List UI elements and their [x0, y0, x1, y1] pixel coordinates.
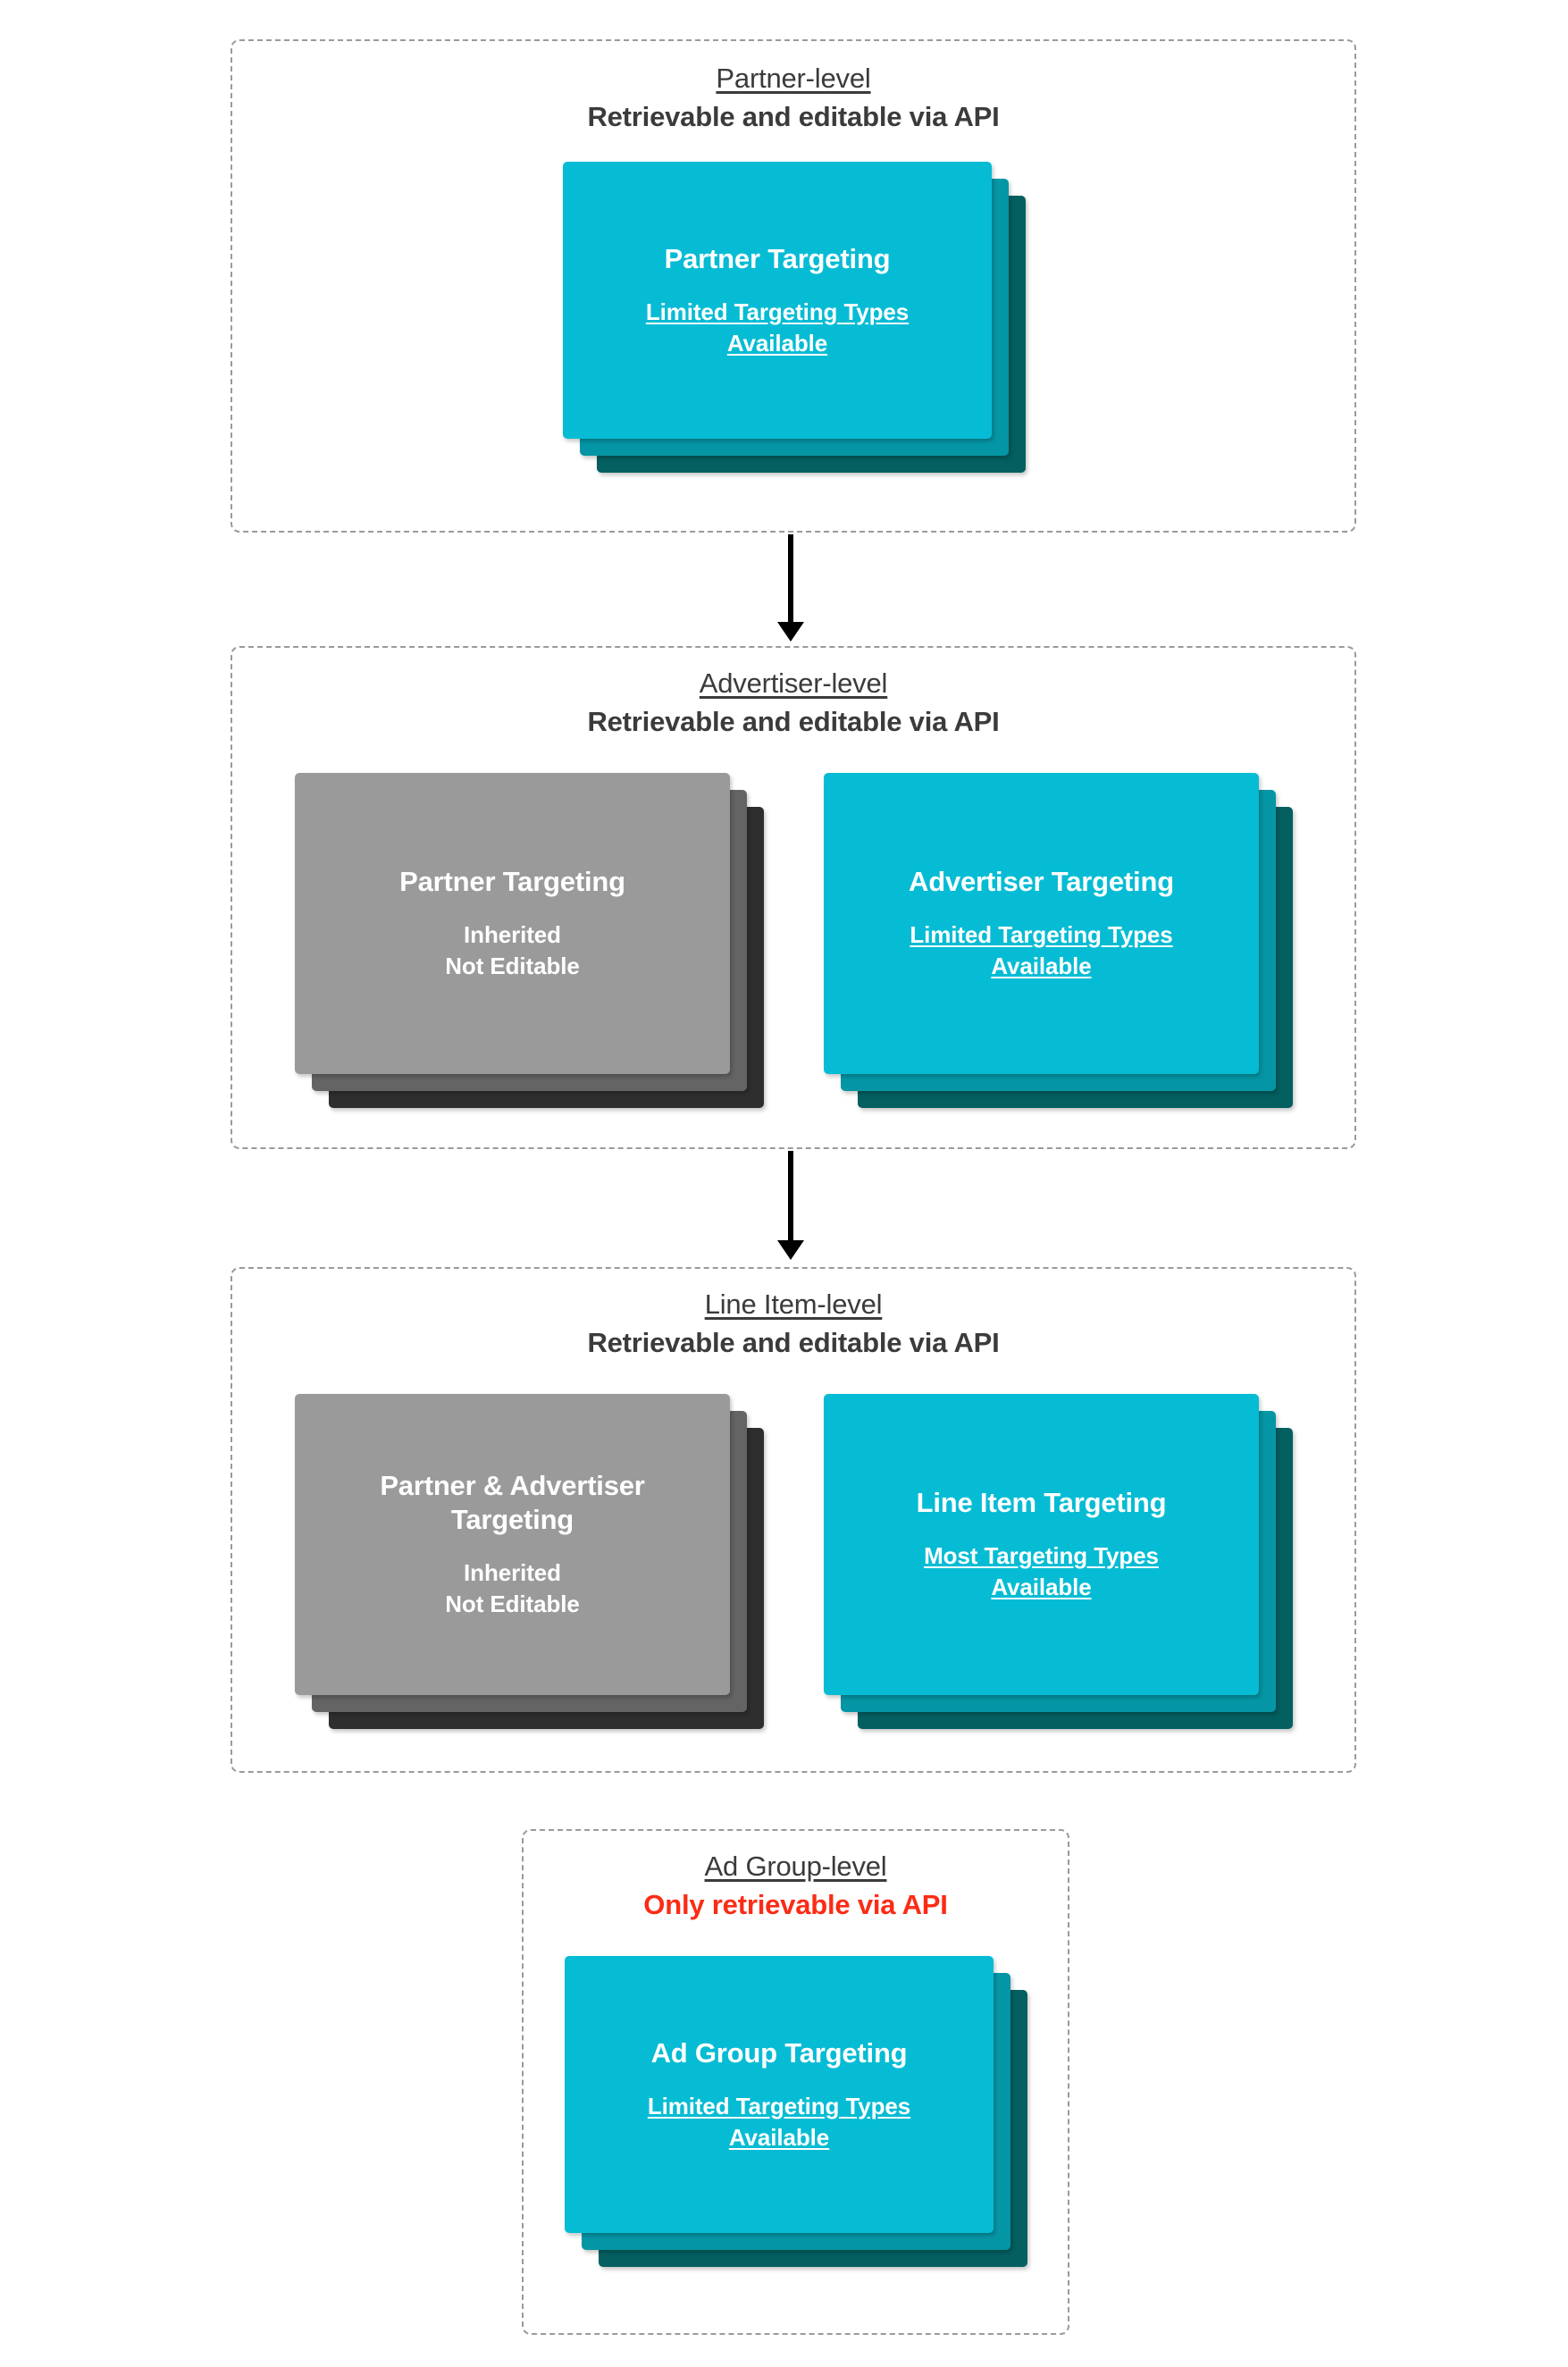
card-title-ad-group-targeting: Ad Group Targeting — [650, 2036, 908, 2069]
card-subtitle-line2: Available — [991, 1574, 1092, 1601]
card-stack-inherited-partner-advertiser-targeting[interactable]: Partner & Advertiser Targeting Inherited… — [295, 1394, 764, 1729]
card-layer-front[interactable]: Partner Targeting Limited Targeting Type… — [563, 162, 992, 439]
card-subtitle-line-item-targeting: Most Targeting Types Available — [924, 1540, 1159, 1603]
card-subtitle-line2: Not Editable — [445, 1590, 580, 1617]
card-title-line1: Partner & Advertiser — [380, 1470, 645, 1502]
card-subtitle-line1: Inherited — [464, 921, 561, 949]
level-status-ad-group: Only retrievable via API — [643, 1888, 948, 1920]
card-subtitle-partner-targeting: Limited Targeting Types Available — [646, 297, 909, 359]
card-subtitle-line1: Most Targeting Types — [924, 1542, 1159, 1570]
level-header-ad-group: Ad Group-level Only retrievable via API — [524, 1851, 1068, 1921]
level-box-line-item: Line Item-level Retrievable and editable… — [231, 1267, 1356, 1773]
card-stack-ad-group-targeting[interactable]: Ad Group Targeting Limited Targeting Typ… — [565, 1956, 1027, 2267]
level-header-partner: Partner-level Retrievable and editable v… — [232, 63, 1354, 133]
level-header-advertiser: Advertiser-level Retrievable and editabl… — [232, 667, 1354, 738]
level-title-ad-group: Ad Group-level — [704, 1851, 887, 1882]
card-layer-front[interactable]: Advertiser Targeting Limited Targeting T… — [824, 773, 1259, 1074]
card-subtitle-line1: Limited Targeting Types — [910, 921, 1173, 949]
card-stack-line-item-targeting[interactable]: Line Item Targeting Most Targeting Types… — [824, 1394, 1293, 1729]
card-title-inherited-partner-advertiser-targeting: Partner & Advertiser Targeting — [380, 1469, 645, 1535]
arrow-advertiser-to-line-item — [777, 1151, 804, 1260]
card-subtitle-inherited-partner-targeting: Inherited Not Editable — [445, 919, 580, 982]
level-status-line-item: Retrievable and editable via API — [587, 1326, 1000, 1358]
level-title-advertiser: Advertiser-level — [699, 667, 888, 699]
card-subtitle-ad-group-targeting: Limited Targeting Types Available — [648, 2091, 910, 2153]
level-box-advertiser: Advertiser-level Retrievable and editabl… — [231, 646, 1356, 1149]
card-layer-front[interactable]: Partner Targeting Inherited Not Editable — [295, 773, 730, 1074]
card-title-line-item-targeting: Line Item Targeting — [916, 1487, 1167, 1519]
card-subtitle-line2: Available — [728, 2123, 830, 2151]
card-subtitle-line2: Available — [726, 329, 828, 357]
card-title-inherited-partner-targeting: Partner Targeting — [399, 866, 625, 898]
card-title-line2: Targeting — [450, 1503, 574, 1535]
card-layer-front[interactable]: Partner & Advertiser Targeting Inherited… — [295, 1394, 730, 1695]
card-subtitle-line1: Limited Targeting Types — [647, 2092, 911, 2119]
arrow-shaft — [788, 1151, 793, 1240]
level-status-advertiser: Retrievable and editable via API — [587, 705, 1000, 737]
arrow-head-icon — [777, 1240, 804, 1260]
card-layer-front[interactable]: Ad Group Targeting Limited Targeting Typ… — [565, 1956, 994, 2233]
card-subtitle-inherited-partner-advertiser-targeting: Inherited Not Editable — [445, 1557, 580, 1620]
card-title-partner-targeting: Partner Targeting — [664, 242, 891, 274]
level-title-partner: Partner-level — [716, 63, 871, 94]
card-title-advertiser-targeting: Advertiser Targeting — [909, 866, 1174, 898]
card-subtitle-advertiser-targeting: Limited Targeting Types Available — [910, 919, 1172, 982]
card-stack-inherited-partner-targeting[interactable]: Partner Targeting Inherited Not Editable — [295, 773, 764, 1108]
level-box-ad-group: Ad Group-level Only retrievable via API … — [522, 1829, 1069, 2335]
card-subtitle-line2: Not Editable — [445, 953, 580, 980]
arrow-partner-to-advertiser — [777, 534, 804, 642]
arrow-shaft — [788, 534, 793, 622]
level-header-line-item: Line Item-level Retrievable and editable… — [232, 1288, 1354, 1359]
card-subtitle-line2: Available — [991, 953, 1092, 980]
card-subtitle-line1: Limited Targeting Types — [645, 298, 910, 325]
card-stack-advertiser-targeting[interactable]: Advertiser Targeting Limited Targeting T… — [824, 773, 1293, 1108]
arrow-head-icon — [777, 622, 804, 642]
level-status-partner: Retrievable and editable via API — [587, 100, 1000, 132]
level-title-line-item: Line Item-level — [704, 1288, 883, 1320]
card-stack-partner-targeting[interactable]: Partner Targeting Limited Targeting Type… — [563, 162, 1026, 473]
card-subtitle-line1: Inherited — [464, 1558, 561, 1586]
level-box-partner: Partner-level Retrievable and editable v… — [231, 39, 1356, 533]
card-layer-front[interactable]: Line Item Targeting Most Targeting Types… — [824, 1394, 1259, 1695]
